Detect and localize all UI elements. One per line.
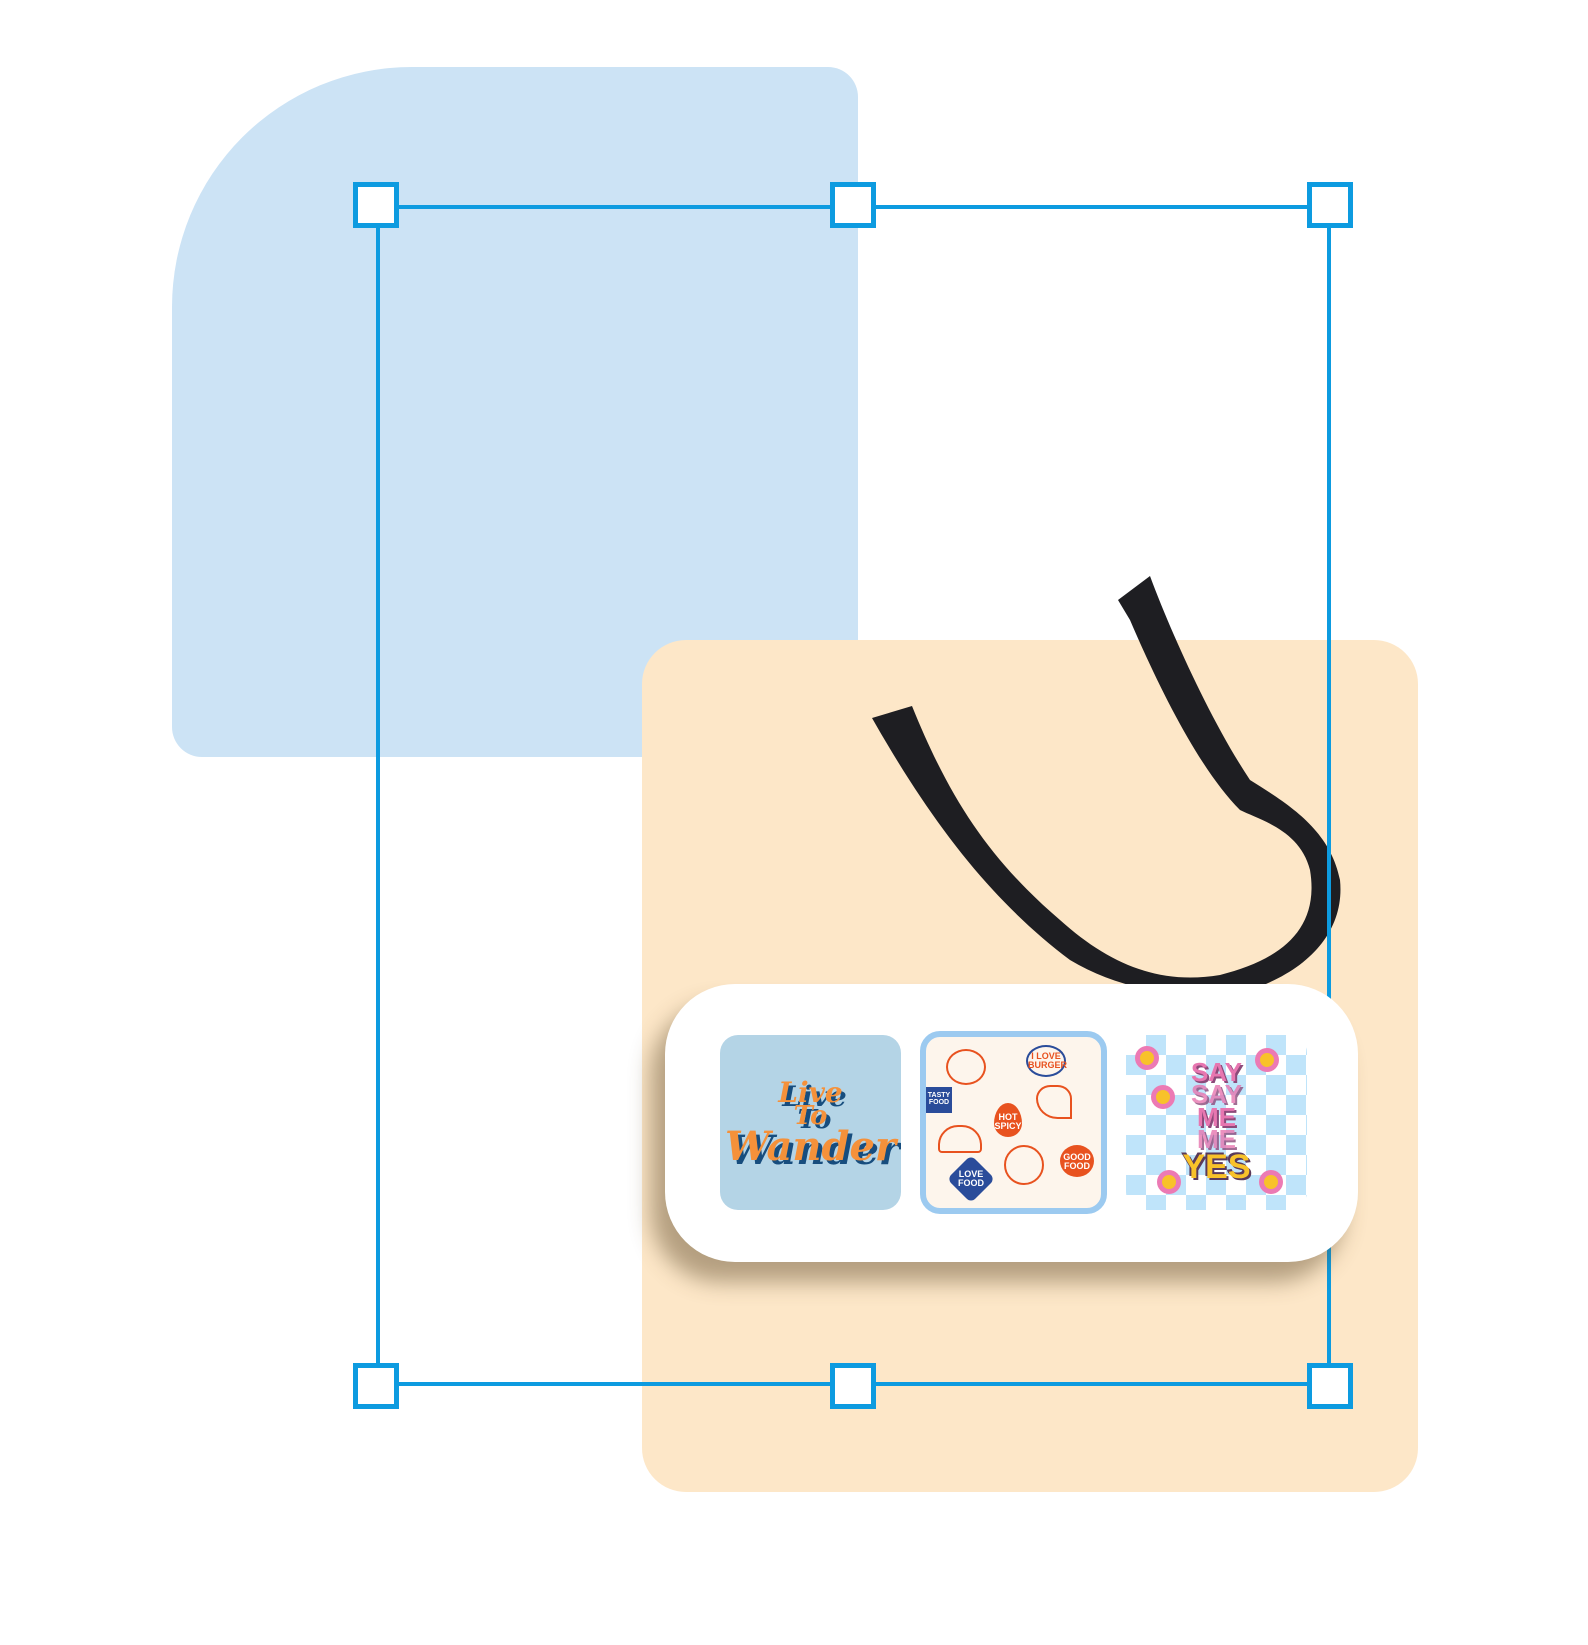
flower-icon xyxy=(1264,1175,1278,1189)
sticker-love-food: LOVE FOOD xyxy=(946,1154,996,1204)
sticker-i-love-burger: I LOVE BURGER xyxy=(1026,1045,1067,1077)
design-thumbnail-say-me-yes[interactable]: SAY SAY ME ME YES xyxy=(1126,1035,1307,1210)
design-text-me: ME xyxy=(1197,1101,1236,1132)
sticker-good-food: GOOD FOOD xyxy=(1060,1145,1094,1177)
design-text-me: ME xyxy=(1197,1123,1236,1154)
design-thumbnail-food-pattern-selected[interactable]: I LOVE BURGER TASTY FOOD HOT SPICY LOVE … xyxy=(920,1031,1107,1214)
sticker-hot-spicy: HOT SPICY xyxy=(994,1103,1022,1137)
design-picker-card: Live To Wander I LOVE BURGER TASTY FOOD … xyxy=(665,984,1358,1262)
resize-handle-bottom-center[interactable] xyxy=(830,1363,876,1409)
taco-doodle xyxy=(938,1125,982,1153)
flower-icon xyxy=(1162,1175,1176,1189)
design-text-say: SAY xyxy=(1190,1079,1243,1110)
donut-doodle xyxy=(1004,1145,1044,1185)
flower-icon xyxy=(1140,1051,1154,1065)
flower-icon xyxy=(1260,1053,1274,1067)
resize-handle-top-center[interactable] xyxy=(830,182,876,228)
resize-handle-bottom-right[interactable] xyxy=(1307,1363,1353,1409)
design-lettering: Live To Wander xyxy=(725,1076,896,1170)
design-thumbnail-live-to-wander[interactable]: Live To Wander xyxy=(720,1035,901,1210)
pizza-doodle xyxy=(1036,1085,1072,1119)
resize-handle-top-right[interactable] xyxy=(1307,182,1353,228)
tote-bag-strap xyxy=(872,576,1341,994)
resize-handle-top-left[interactable] xyxy=(353,182,399,228)
resize-handle-bottom-left[interactable] xyxy=(353,1363,399,1409)
flower-icon xyxy=(1156,1090,1170,1104)
design-text-yes: YES xyxy=(1182,1147,1251,1186)
burger-doodle xyxy=(946,1049,986,1085)
design-text-say: SAY xyxy=(1190,1057,1243,1088)
sticker-tasty-food: TASTY FOOD xyxy=(926,1087,952,1113)
